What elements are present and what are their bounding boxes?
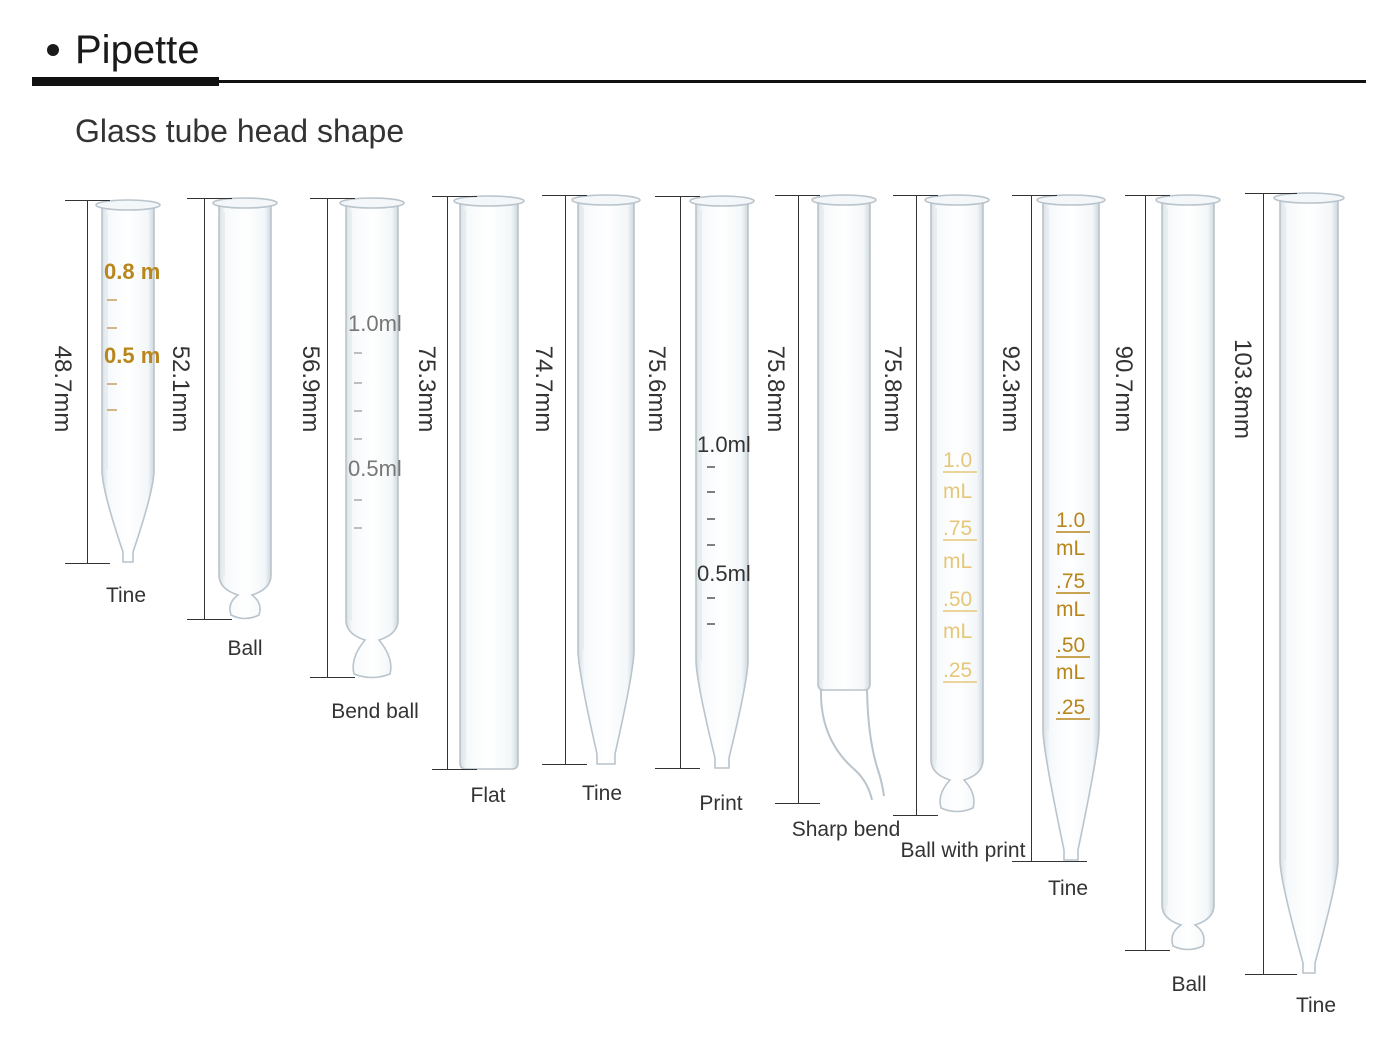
tube-rim bbox=[811, 194, 877, 206]
tube-rim bbox=[1155, 194, 1221, 206]
tube-marking: .75 bbox=[1056, 570, 1085, 593]
tube-label: Bend ball bbox=[331, 700, 419, 723]
glass-tube bbox=[1161, 202, 1215, 951]
tube-marking: .25 bbox=[1056, 696, 1085, 719]
tube-rim bbox=[212, 197, 278, 209]
tube-marking: 0.5ml bbox=[697, 561, 751, 586]
tube-marking: 1.0ml bbox=[348, 311, 402, 336]
tube-marking: 1.0 bbox=[943, 449, 972, 472]
glass-tube bbox=[101, 207, 155, 563]
section-header: Pipette bbox=[0, 0, 1398, 100]
tube-label: Sharp bend bbox=[791, 818, 901, 841]
tube-rim bbox=[1036, 194, 1106, 206]
tube-label: Tine bbox=[1047, 877, 1089, 900]
pipette-tube-6: 1.0ml 0.5ml bbox=[689, 195, 755, 769]
tube-marking: .75 bbox=[943, 517, 972, 540]
tube-marking: 1.0 bbox=[1056, 509, 1085, 532]
tube-marking: mL bbox=[943, 480, 972, 503]
pipette-tube-1: 0.8 m 0.5 m bbox=[95, 199, 161, 563]
dimension-label: 48.7mm bbox=[49, 345, 76, 433]
dimension-label: 75.8mm bbox=[879, 345, 906, 433]
tube-marking: 0.8 m bbox=[104, 259, 160, 284]
tube-marking: mL bbox=[1056, 537, 1085, 560]
dimension-label: 103.8mm bbox=[1229, 338, 1256, 440]
tube-label: Tine bbox=[1295, 994, 1337, 1017]
pipette-tube-9: 1.0 mL .75 mL .50 mL .25 bbox=[1036, 194, 1106, 861]
tube-marking: mL bbox=[1056, 661, 1085, 684]
glass-tube bbox=[930, 202, 984, 813]
dimension-line bbox=[798, 195, 799, 804]
tube-rim bbox=[339, 197, 405, 209]
dimension-line bbox=[447, 196, 448, 770]
dimension-label: 90.7mm bbox=[1110, 345, 1137, 433]
dimension-line bbox=[87, 200, 88, 564]
dimension-line bbox=[1263, 193, 1264, 975]
tube-label: Tine bbox=[105, 584, 147, 607]
dimension-label: 56.9mm bbox=[297, 345, 324, 433]
tube-marking: 1.0ml bbox=[697, 432, 751, 457]
bent-tip bbox=[819, 689, 873, 801]
tube-label: Tine bbox=[581, 782, 623, 805]
pipette-tube-10 bbox=[1155, 194, 1221, 951]
dimension-label: 74.7mm bbox=[530, 345, 557, 433]
tube-label: Ball bbox=[1171, 973, 1207, 996]
tube-marking: mL bbox=[1056, 598, 1085, 621]
tube-marking: .50 bbox=[1056, 634, 1085, 657]
dimension-line bbox=[204, 198, 205, 620]
tube-rim bbox=[571, 194, 641, 206]
tube-marking: 0.5 m bbox=[104, 343, 160, 368]
glass-tube bbox=[459, 203, 519, 770]
glass-tube bbox=[218, 205, 272, 620]
pipette-tube-4 bbox=[453, 195, 525, 770]
bullet-icon bbox=[47, 44, 59, 56]
tube-label: Print bbox=[699, 792, 743, 815]
header-divider bbox=[218, 80, 1366, 83]
tube-rim bbox=[453, 195, 525, 207]
tube-marking: 0.5ml bbox=[348, 456, 402, 481]
dimension-line bbox=[565, 195, 566, 765]
pipette-tube-11 bbox=[1273, 192, 1345, 974]
glass-tube bbox=[817, 202, 871, 691]
header-accent-bar bbox=[32, 77, 219, 86]
tube-rim bbox=[924, 194, 990, 206]
tube-marking: .25 bbox=[943, 659, 972, 682]
dimension-label: 75.6mm bbox=[643, 345, 670, 433]
dimension-line bbox=[1031, 195, 1032, 862]
pipette-tube-7 bbox=[811, 194, 885, 801]
glass-tube bbox=[695, 203, 749, 769]
dimension-label: 75.8mm bbox=[762, 345, 789, 433]
dimension-line bbox=[680, 196, 681, 769]
dimension-label: 75.3mm bbox=[413, 345, 440, 433]
pipette-tube-3: 1.0ml 0.5ml bbox=[339, 197, 405, 679]
tube-label: Ball bbox=[227, 637, 263, 660]
pipette-tube-5 bbox=[571, 194, 641, 765]
tube-marking: .50 bbox=[943, 588, 972, 611]
pipette-tube-2 bbox=[212, 197, 278, 620]
tube-marking: mL bbox=[943, 550, 972, 573]
tube-rim bbox=[689, 195, 755, 207]
dimension-label: 92.3mm bbox=[997, 345, 1024, 433]
glass-tube bbox=[1279, 200, 1339, 974]
tube-rim bbox=[95, 199, 161, 211]
dimension-line bbox=[1145, 195, 1146, 951]
tube-label: Flat bbox=[470, 784, 506, 807]
dimension-line bbox=[327, 198, 328, 678]
glass-tube bbox=[345, 205, 399, 679]
page-title: Pipette bbox=[75, 28, 200, 72]
tube-rim bbox=[1273, 192, 1345, 204]
tube-label: Ball with print bbox=[900, 839, 1026, 862]
glass-tube bbox=[577, 202, 635, 765]
pipette-tube-8: 1.0 mL .75 mL .50 mL .25 bbox=[924, 194, 990, 813]
dimension-label: 52.1mm bbox=[167, 345, 194, 433]
section-subtitle: Glass tube head shape bbox=[75, 113, 405, 149]
tube-marking: mL bbox=[943, 620, 972, 643]
bent-tip bbox=[866, 689, 885, 797]
dimension-line bbox=[916, 195, 917, 816]
